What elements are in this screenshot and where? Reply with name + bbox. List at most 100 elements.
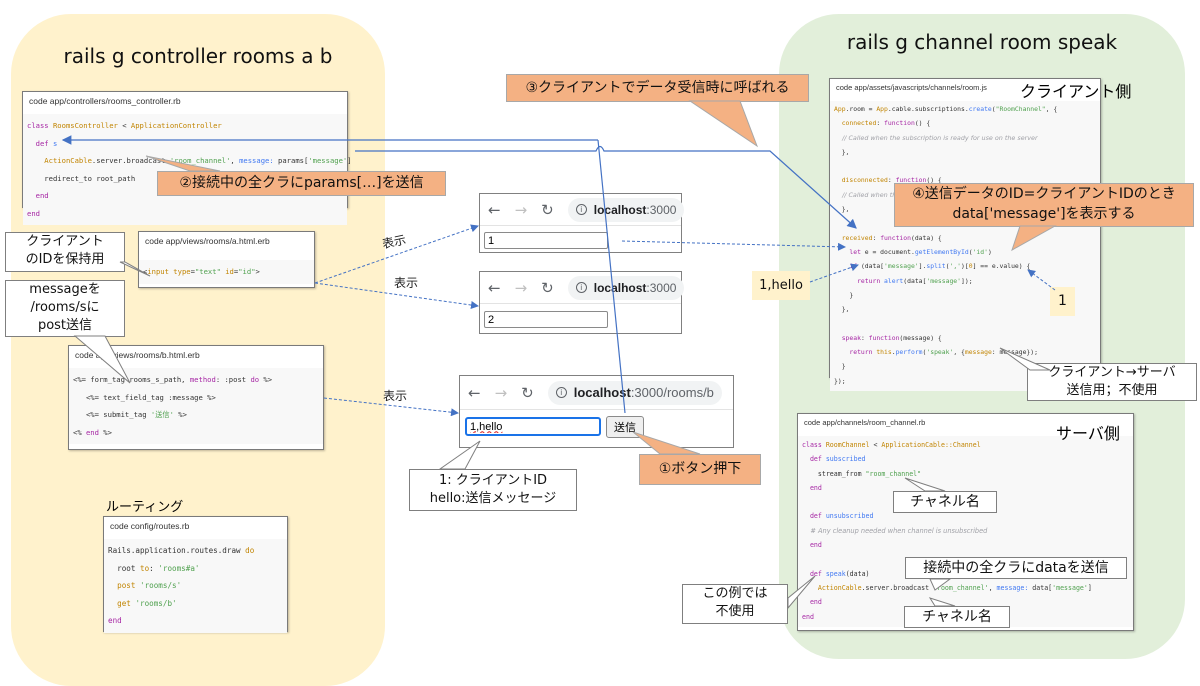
- code-line: end: [108, 612, 283, 630]
- code-line: class RoomsController < ApplicationContr…: [27, 117, 343, 135]
- submit-button[interactable]: 送信: [606, 416, 644, 438]
- code-token: RoomChannel: [825, 441, 870, 449]
- code-line: return alert(data['message']);: [834, 274, 1096, 288]
- code-token: ActionCable: [27, 156, 92, 165]
- message-input[interactable]: [465, 417, 601, 436]
- code-token: 'room_channel': [933, 583, 989, 592]
- code-caption: code app/controllers/rooms_controller.rb: [29, 96, 181, 106]
- client-to-server-callout: クライアント→サーバ 送信用；不使用: [1027, 363, 1197, 401]
- code-token: ,: [988, 583, 997, 592]
- post-message-callout: messageを /rooms/sに post送信: [5, 280, 125, 337]
- code-caption: code app/views/rooms/a.html.erb: [145, 236, 270, 246]
- code-token: :: [887, 176, 896, 185]
- broadcast-callout: ②接続中の全クラにparams[…]を送信: [157, 171, 446, 196]
- display-label: 表示: [394, 276, 419, 290]
- code-token: def: [802, 455, 826, 464]
- code-line: ActionCable.server.broadcast 'room_chann…: [802, 581, 1129, 595]
- code-line: }: [834, 288, 1096, 302]
- code-token: .: [891, 348, 896, 357]
- callout-tail: [688, 100, 759, 148]
- code-token: .server.broadcast: [91, 156, 170, 165]
- code-token: Rails.application.routes.draw: [108, 546, 246, 555]
- forward-arrow-icon[interactable]: →: [514, 200, 528, 219]
- back-arrow-icon[interactable]: ←: [488, 200, 501, 219]
- code-token: message:: [996, 583, 1029, 592]
- code-token: },: [834, 205, 850, 214]
- client-id-input[interactable]: [484, 311, 608, 328]
- code-token: do: [250, 375, 260, 384]
- code-token: '送信': [150, 410, 174, 419]
- channel-panel-title: rails g channel room speak: [846, 30, 1118, 54]
- code-token: <: [117, 121, 131, 130]
- code-token: }: [834, 290, 854, 299]
- forward-arrow-icon[interactable]: →: [514, 278, 528, 297]
- code-token: redirect_to root_path: [27, 173, 136, 183]
- code-token: %>: [259, 375, 273, 384]
- code-token: post: [108, 581, 136, 590]
- code-token: function: [868, 333, 900, 342]
- code-token: ].: [918, 262, 927, 271]
- code-body: <input type="text" id="id">: [139, 260, 314, 284]
- code-token: params[: [273, 156, 309, 165]
- client-id-callout: クライアント のIDを保持用: [5, 232, 125, 272]
- code-token: do: [245, 546, 255, 555]
- button-press-callout: ①ボタン押下: [639, 454, 761, 485]
- code-token: 'message': [308, 156, 348, 165]
- code-line: return this.perform('speak', {message: m…: [834, 345, 1096, 359]
- reload-icon[interactable]: ↻: [541, 200, 554, 219]
- back-arrow-icon[interactable]: ←: [488, 278, 501, 297]
- id-value-label: 1: [1050, 287, 1075, 316]
- url-host: localhost: [593, 280, 647, 295]
- code-token: input: [147, 267, 169, 276]
- code-caption: code app/views/rooms/b.html.erb: [75, 350, 200, 360]
- reload-icon[interactable]: ↻: [521, 383, 534, 402]
- code-line: });: [834, 374, 1096, 388]
- code-token: getElementById: [914, 247, 969, 256]
- code-token: received: [834, 233, 873, 242]
- code-line: App.room = App.cable.subscriptions.creat…: [834, 102, 1096, 116]
- url-port: :3000: [646, 280, 677, 295]
- condition-callout: ④送信データのID=クライアントIDのとき data['message']を表示…: [894, 183, 1194, 227]
- code-token: (data[: [857, 262, 885, 271]
- code-token: def: [802, 569, 826, 578]
- code-token: ,: [230, 156, 240, 165]
- code-token: >: [255, 267, 260, 276]
- code-line: redirect_to root_path: [27, 170, 343, 188]
- info-icon: i: [555, 387, 567, 398]
- code-token: <%: [73, 427, 86, 437]
- forward-arrow-icon[interactable]: →: [494, 383, 508, 402]
- client-id-input[interactable]: [484, 232, 608, 249]
- view-b-code-box: code app/views/rooms/b.html.erb <%= form…: [68, 345, 324, 450]
- code-caption: code app/assets/javascripts/channels/roo…: [836, 83, 987, 92]
- code-token: unsubscribed: [825, 512, 874, 521]
- code-token: ]);: [961, 276, 973, 285]
- code-token: subscribed: [825, 455, 866, 464]
- code-token: method: [189, 375, 216, 384]
- code-token: create: [968, 105, 992, 113]
- back-arrow-icon[interactable]: ←: [468, 383, 481, 402]
- code-token: <: [869, 441, 882, 449]
- code-line: end: [27, 187, 343, 205]
- reload-icon[interactable]: ↻: [541, 278, 554, 297]
- code-token: 'rooms#a': [158, 563, 200, 573]
- routing-label: ルーティング: [106, 500, 184, 515]
- code-token: function: [884, 119, 915, 128]
- code-token: 0: [968, 262, 973, 271]
- code-token: (message) {: [899, 333, 942, 342]
- code-line: stream_from "room_channel": [802, 467, 1129, 481]
- code-line: },: [834, 145, 1096, 159]
- room-channel-code-box: code app/channels/room_channel.rb class …: [797, 413, 1134, 631]
- input-description-callout: 1: クライアントID hello:送信メッセージ: [409, 469, 577, 511]
- code-line: },: [834, 302, 1096, 316]
- routes-code-box: code config/routes.rb Rails.application.…: [103, 516, 288, 633]
- message-value-label: 1,hello: [752, 271, 810, 300]
- code-line: <input type="text" id="id">: [143, 263, 310, 281]
- code-token: ',': [949, 262, 962, 271]
- code-token: "text": [194, 267, 221, 276]
- code-token: 'message': [926, 276, 962, 285]
